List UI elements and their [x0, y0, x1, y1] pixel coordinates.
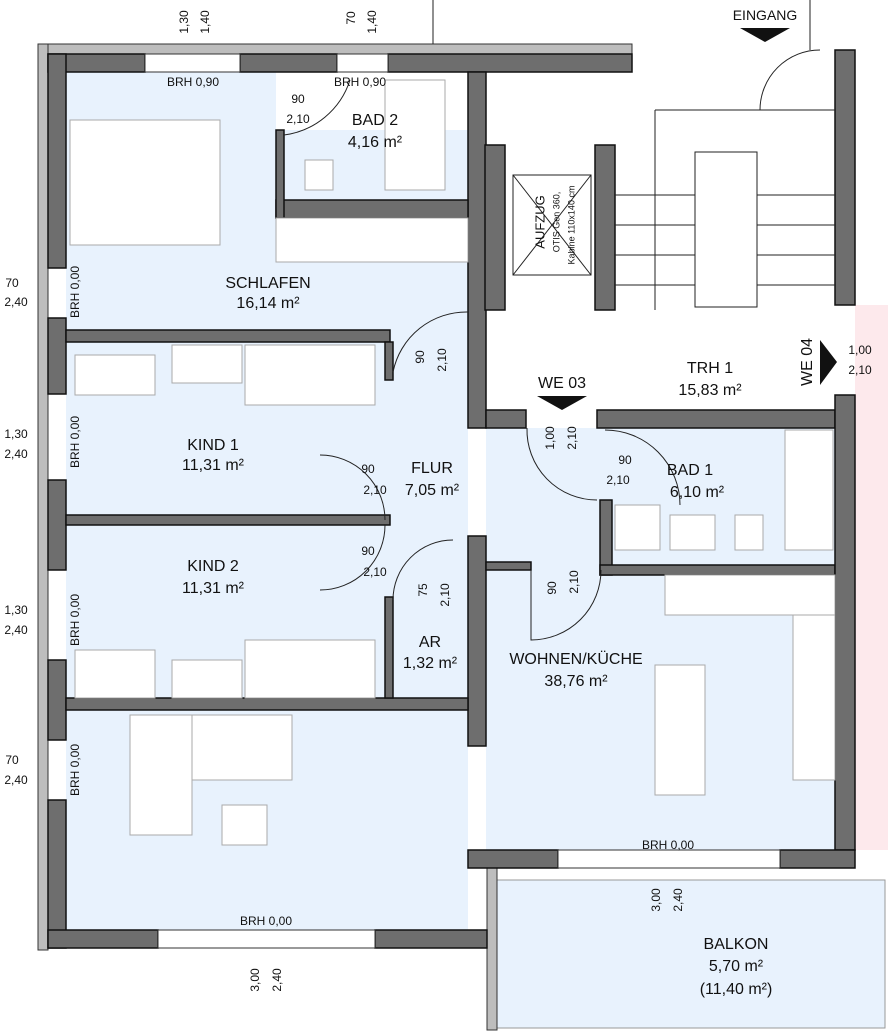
- door-dim: 90: [361, 544, 375, 558]
- room-name: BAD 2: [351, 112, 399, 129]
- room-area: 6,10 m²: [669, 484, 725, 501]
- door-swings: [283, 49, 821, 641]
- dim-text: 2,40: [671, 888, 685, 912]
- brh-label: BRH 0,00: [68, 415, 82, 469]
- door-dim: 90: [361, 462, 375, 476]
- entrance-arrows: [537, 28, 837, 410]
- room-area: 7,05 m²: [404, 482, 460, 499]
- door-dim: 90: [291, 92, 305, 106]
- brh-label: BRH 0,00: [68, 743, 82, 797]
- room-name: BALKON: [703, 936, 769, 953]
- dim-text: 2,40: [4, 447, 28, 461]
- brh-label: BRH 0,90: [166, 75, 220, 89]
- room-area: 38,76 m²: [544, 673, 608, 690]
- room-area-total: (11,40 m²): [699, 981, 773, 998]
- dim-text: 1,30: [4, 603, 28, 617]
- door-dim: 2,10: [565, 426, 579, 450]
- room-area: 16,14 m²: [236, 295, 300, 312]
- room-area: 11,31 m²: [182, 580, 244, 597]
- room-name: KIND 1: [187, 437, 239, 454]
- door-dim: 2,10: [606, 473, 630, 487]
- dim-text: 1,40: [365, 10, 379, 34]
- dim-text: 70: [5, 276, 19, 290]
- door-dim: 2,10: [438, 583, 452, 607]
- room-name: SCHLAFEN: [225, 275, 311, 292]
- unit-label: WE 03: [537, 375, 587, 392]
- door-dim: 1,00: [543, 426, 557, 450]
- room-name: BAD 1: [666, 462, 714, 479]
- neighbor-unit: [855, 305, 888, 850]
- door-dim: 90: [413, 350, 427, 364]
- dim-text: 2,40: [4, 773, 28, 787]
- door-dim: 2,10: [363, 483, 387, 497]
- dim-text: 2,40: [270, 968, 284, 992]
- unit-label: WE 04: [799, 337, 816, 387]
- door-dim: 2,10: [848, 363, 872, 377]
- entrance-label: EINGANG: [732, 7, 798, 23]
- dim-text: 1,30: [177, 10, 191, 34]
- door-dim: 75: [416, 583, 430, 597]
- door-dim: 90: [545, 581, 559, 595]
- brh-label: BRH 0,90: [333, 75, 387, 89]
- door-dim: 90: [618, 453, 632, 467]
- room-area: 15,83 m²: [678, 382, 742, 399]
- dim-text: 1,40: [198, 10, 212, 34]
- brh-label: BRH 0,00: [239, 914, 293, 928]
- room-area: 4,16 m²: [347, 134, 403, 151]
- balcony-floor: [496, 879, 886, 1029]
- room-name: AR: [418, 634, 442, 651]
- room-name: WOHNEN/KÜCHE: [509, 651, 643, 668]
- stairs: [615, 109, 835, 310]
- dim-text: 2,40: [4, 295, 28, 309]
- door-dim: 2,10: [567, 570, 581, 594]
- elevator-label: AUFZUG: [532, 195, 548, 249]
- brh-label: BRH 0,00: [641, 838, 695, 852]
- dim-text: 1,30: [4, 427, 28, 441]
- room-name: FLUR: [411, 460, 453, 477]
- room-area: 11,31 m²: [182, 457, 244, 474]
- dim-text: 70: [5, 753, 19, 767]
- dim-text: 3,00: [649, 888, 663, 912]
- elevator-spec: OTIS Gen 360,: [551, 191, 562, 253]
- room-name: TRH 1: [686, 360, 734, 377]
- room-area: 1,32 m²: [402, 655, 458, 672]
- brh-label: BRH 0,00: [68, 265, 82, 319]
- furniture: [69, 79, 836, 846]
- elevator-spec: Kabine 110x140 cm: [566, 185, 577, 265]
- room-area: 5,70 m²: [708, 958, 764, 975]
- room-name: KIND 2: [187, 558, 239, 575]
- door-dim: 2,10: [363, 565, 387, 579]
- door-dim: 2,10: [435, 348, 449, 372]
- brh-label: BRH 0,00: [68, 593, 82, 647]
- dim-text: 70: [344, 11, 358, 25]
- door-dim: 1,00: [848, 343, 872, 357]
- dim-text: 3,00: [248, 968, 262, 992]
- dim-text: 2,40: [4, 623, 28, 637]
- door-dim: 2,10: [286, 112, 310, 126]
